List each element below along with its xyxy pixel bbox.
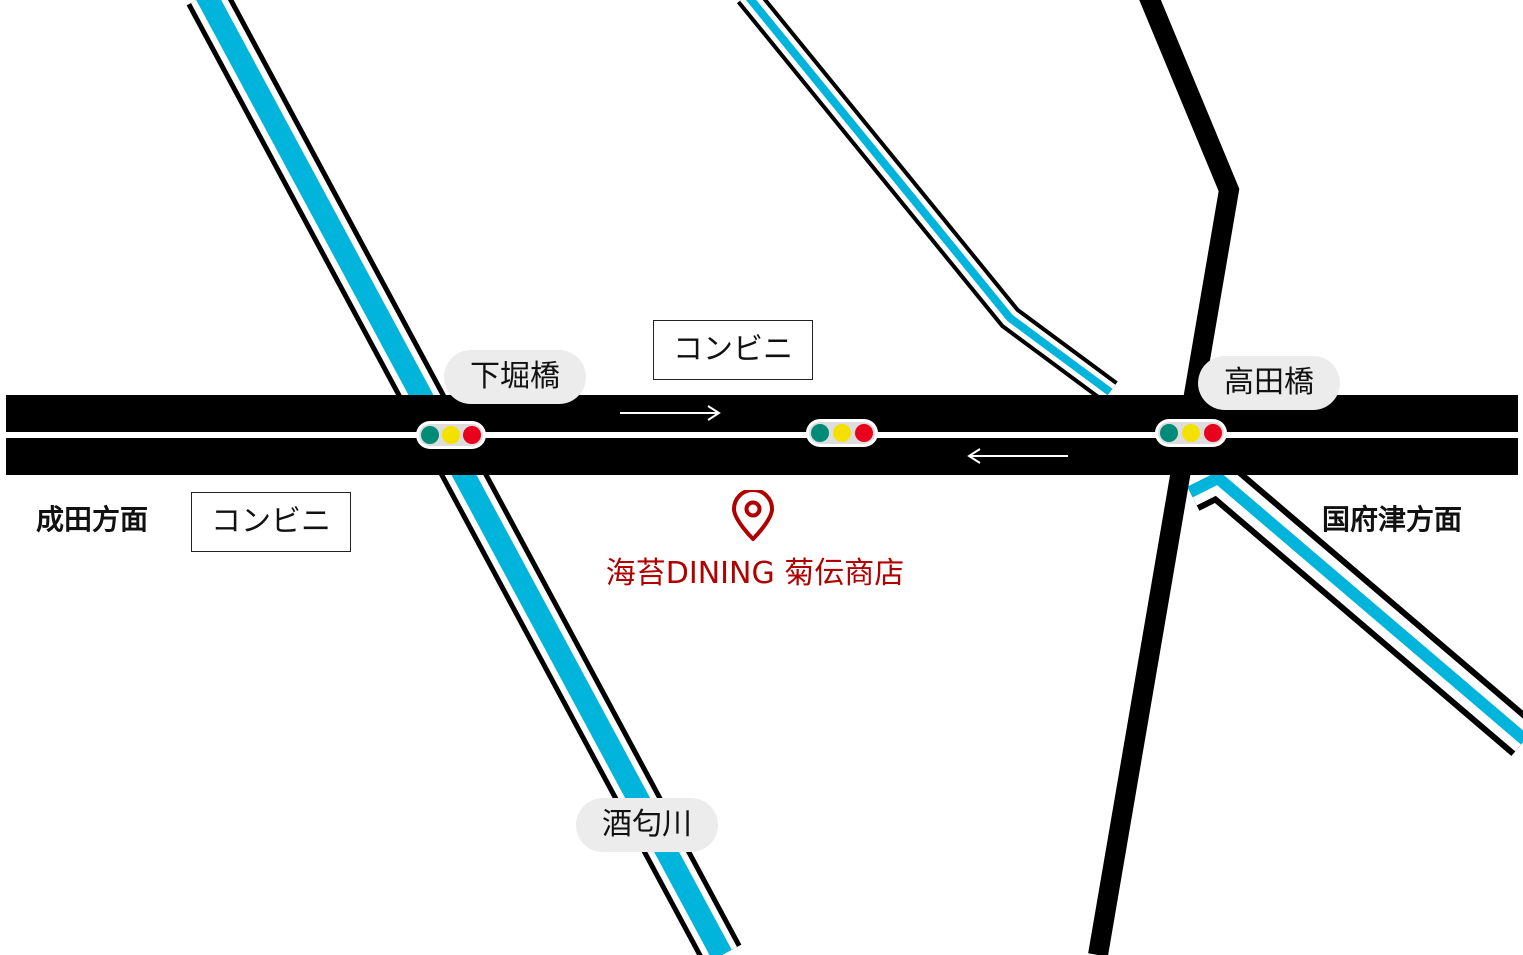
convenience-store-top: コンビニ	[653, 320, 813, 380]
destination-shop-name: 海苔DINING 菊伝商店	[605, 556, 905, 591]
kozu-direction-label: 国府津方面	[1322, 503, 1463, 536]
traffic-light-takada	[1155, 419, 1227, 447]
shimohori-bridge-label: 下堀橋	[444, 350, 586, 404]
westbound-arrow	[967, 448, 1068, 464]
canal-lower	[1180, 452, 1523, 756]
eastbound-arrow	[620, 405, 721, 421]
traffic-light-shimohori	[416, 421, 486, 449]
map-pin-icon	[732, 490, 774, 541]
convenience-store-left: コンビニ	[191, 492, 351, 552]
sakawa-river-label: 酒匂川	[576, 798, 718, 852]
canal-upper	[736, 0, 1118, 403]
narita-direction-label: 成田方面	[36, 503, 149, 536]
side-road	[1088, 0, 1240, 955]
takada-bridge-label: 高田橋	[1198, 356, 1340, 410]
traffic-light-middle	[806, 419, 878, 447]
